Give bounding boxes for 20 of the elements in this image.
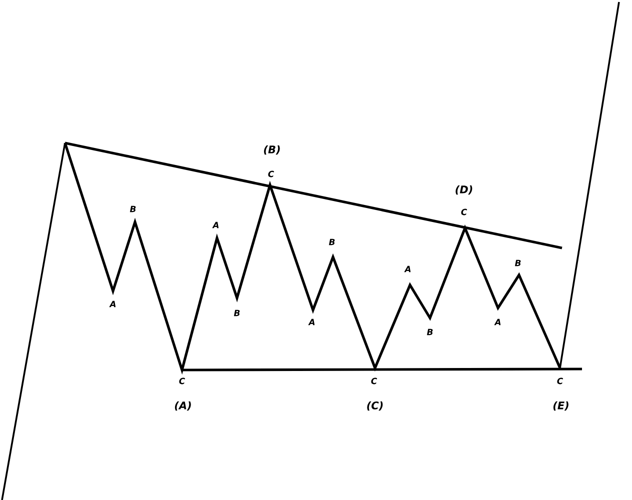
wave-label: A: [494, 318, 501, 326]
wave-label: (C): [367, 401, 383, 411]
wave-label: A: [404, 266, 411, 272]
wave-label: A: [212, 222, 219, 228]
wave-label: B: [130, 206, 136, 212]
wave-label: (A): [174, 401, 191, 411]
wave-label: C: [557, 378, 564, 384]
wave-label: (E): [553, 401, 568, 411]
wave-label: (D): [456, 185, 472, 195]
wave-label: C: [371, 378, 378, 384]
wave-label: B: [426, 328, 433, 336]
wave-label: A: [109, 300, 116, 308]
wave-label: C: [179, 378, 186, 384]
wave-label: C: [268, 170, 274, 178]
wave-label: (B): [264, 145, 280, 155]
wave-label: B: [328, 238, 335, 246]
wave-label: A: [308, 318, 315, 326]
wave-label: B: [514, 260, 521, 266]
wave-label: C: [461, 208, 468, 216]
wave-label: B: [234, 310, 240, 316]
